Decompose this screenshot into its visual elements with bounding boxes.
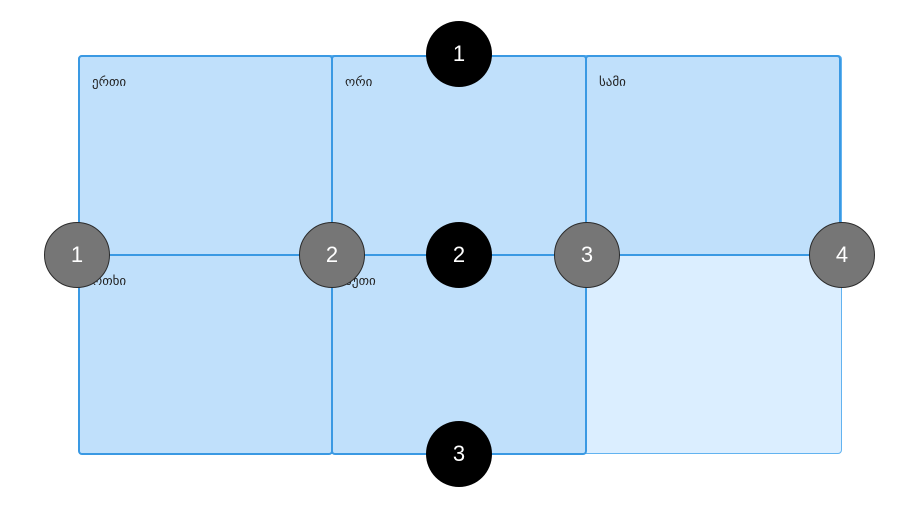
column-line-marker-2: 2 bbox=[299, 222, 365, 288]
grid-item-1: ერთი bbox=[78, 55, 333, 256]
column-line-marker-4: 4 bbox=[809, 222, 875, 288]
row-line-marker-2: 2 bbox=[426, 222, 492, 288]
grid-item-3: სამი bbox=[585, 55, 841, 256]
row-line-marker-3: 3 bbox=[426, 421, 492, 487]
column-line-marker-1: 1 bbox=[44, 222, 110, 288]
grid-item-label: სამი bbox=[599, 75, 626, 90]
row-line-marker-1: 1 bbox=[426, 21, 492, 87]
grid-item-4: ოთხი bbox=[78, 254, 333, 455]
grid-item-label: ორი bbox=[345, 75, 373, 90]
grid-item-label: ერთი bbox=[92, 75, 127, 90]
column-line-marker-3: 3 bbox=[554, 222, 620, 288]
